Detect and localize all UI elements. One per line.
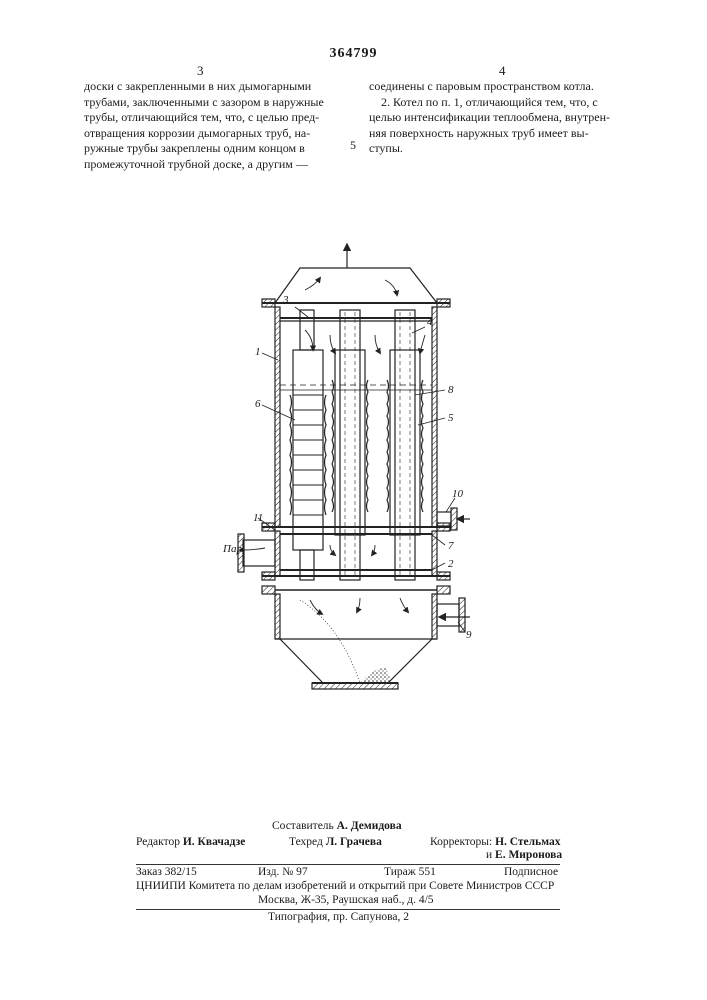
compiler-label: Составитель (272, 820, 334, 832)
label-7: 7 (448, 540, 454, 552)
tube-assembly-left (290, 310, 326, 580)
label-10: 10 (452, 488, 464, 500)
compiler-line: Составитель А. Демидова (272, 820, 402, 834)
correctors-label: Корректоры: (430, 836, 492, 848)
label-11: 11 (253, 512, 263, 524)
address-line: Москва, Ж-35, Раушская наб., д. 4/5 (258, 894, 434, 908)
publication-number: Изд. № 97 (258, 866, 308, 880)
corrector-2-prefix: и (486, 849, 492, 861)
print-run: Тираж 551 (384, 866, 436, 880)
correctors-block: Корректоры: Н. Стельмах (430, 836, 560, 850)
divider (136, 864, 560, 865)
editor-label: Редактор (136, 836, 180, 848)
compiler-name: А. Демидова (337, 820, 402, 832)
editor-line: Редактор И. Квачадзе (136, 836, 245, 850)
organization-line: ЦНИИПИ Комитета по делам изобретений и о… (136, 880, 560, 894)
label-steam: Пар (222, 543, 242, 555)
corrector-name-2: Е. Миронова (495, 849, 562, 861)
label-9: 9 (466, 629, 472, 641)
label-8: 8 (448, 384, 454, 396)
tube-assembly-right (387, 310, 423, 580)
divider (136, 909, 560, 910)
typography-line: Типография, пр. Сапунова, 2 (268, 911, 409, 925)
label-6: 6 (255, 398, 261, 410)
techeditor-name: Л. Грачева (326, 836, 382, 848)
subscription-note: Подписное (504, 866, 558, 880)
label-2: 2 (448, 558, 454, 570)
corrector-name-1: Н. Стельмах (495, 836, 560, 848)
order-number: Заказ 382/15 (136, 866, 197, 880)
techeditor-label: Техред (289, 836, 323, 848)
label-5: 5 (448, 412, 454, 424)
label-4: 4 (427, 316, 433, 328)
techeditor-line: Техред Л. Грачева (289, 836, 382, 850)
editor-name: И. Квачадзе (183, 836, 245, 848)
label-1: 1 (255, 346, 261, 358)
tube-assembly-middle (332, 310, 368, 580)
boiler-drawing: 3 4 1 6 8 5 10 11 Пар 7 2 9 (0, 0, 707, 720)
corrector-2-line: и Е. Миронова (486, 849, 562, 863)
label-3: 3 (282, 294, 289, 306)
